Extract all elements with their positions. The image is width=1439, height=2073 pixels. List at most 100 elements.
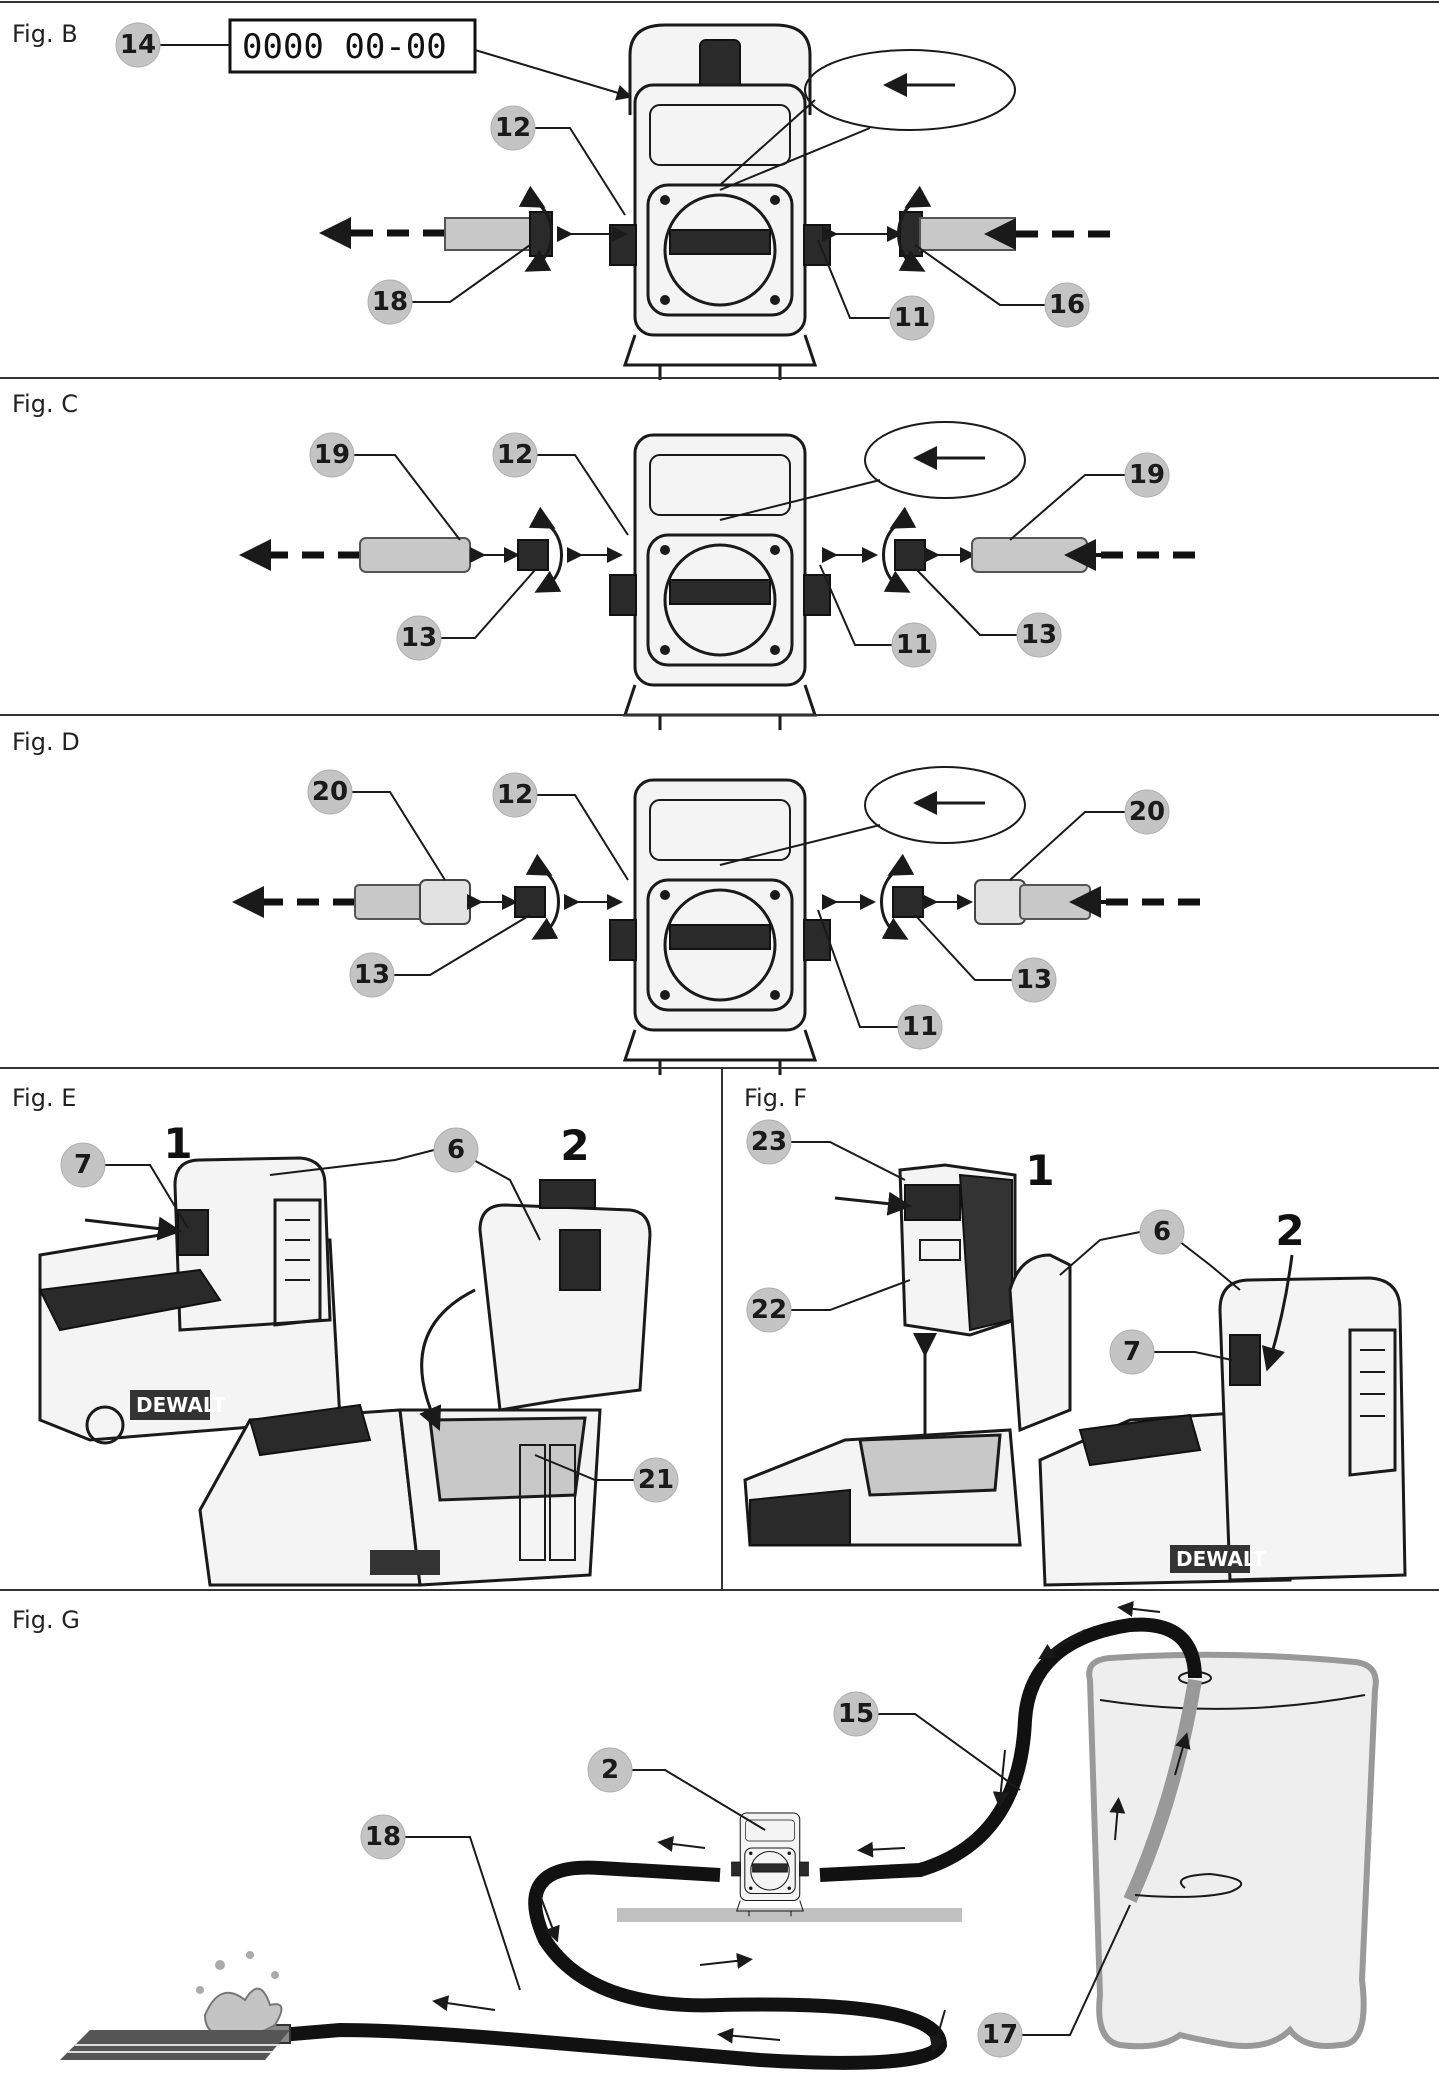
pump-front-view xyxy=(608,433,832,732)
battery-latch xyxy=(177,1209,209,1256)
callout-7 xyxy=(60,1142,106,1188)
inlet-hose xyxy=(971,537,1088,573)
discharge-hose-18 xyxy=(279,1860,948,2070)
flow-arrow xyxy=(1038,1629,1086,1660)
adapter-13-right xyxy=(892,886,924,918)
leader-6f-b xyxy=(1174,1237,1241,1291)
outlet-hose xyxy=(354,884,426,920)
callout-13-right xyxy=(1011,957,1057,1003)
callout-19-right xyxy=(1124,452,1170,498)
flow-up-arrow xyxy=(1109,1797,1126,1841)
hose-connector-20-right xyxy=(974,879,1026,925)
pump-open-view xyxy=(743,1253,1072,1547)
hose-connector-20-left xyxy=(419,879,471,925)
callout-13-right-num: 13 xyxy=(1016,965,1052,995)
brand-text: DEWALT xyxy=(136,1393,226,1417)
callout-12-num: 12 xyxy=(495,113,531,143)
callout-2-num: 2 xyxy=(601,1755,619,1785)
flow-arrow xyxy=(929,2009,946,2053)
leader-12d xyxy=(537,794,629,881)
adapter-13-right xyxy=(894,539,926,571)
callout-16 xyxy=(1044,282,1090,328)
callout-19-right-num: 19 xyxy=(1129,460,1165,490)
leader-13b xyxy=(914,567,1017,636)
callout-11 xyxy=(889,295,935,341)
pump-front-view xyxy=(730,1812,810,1917)
callout-6 xyxy=(1139,1209,1185,1255)
figure-f: Fig. F DEWALT 1 xyxy=(743,1084,1407,1587)
suction-hose-15 xyxy=(819,1617,1202,1882)
callout-20-right-num: 20 xyxy=(1129,797,1165,827)
water-splash-icon xyxy=(196,1951,283,2038)
callout-20-right xyxy=(1124,789,1170,835)
flow-arrow xyxy=(699,1952,753,1969)
leader-15 xyxy=(878,1713,1021,1791)
callout-13-right-num: 13 xyxy=(1021,620,1057,650)
open-lid xyxy=(478,1203,652,1412)
callout-23 xyxy=(746,1119,792,1165)
close-lid-arrow xyxy=(419,1288,476,1431)
callout-20-left-num: 20 xyxy=(312,777,348,807)
detail-line-2 xyxy=(719,99,816,186)
leader-17 xyxy=(1022,1904,1131,2036)
leader-20b xyxy=(1009,811,1125,881)
inlet-fitting xyxy=(899,211,923,257)
flow-arrow-detail xyxy=(864,766,1026,844)
figure-b: Fig. B 0000 00-00 14 xyxy=(0,1,1439,382)
leader-11d xyxy=(817,909,898,1028)
pump-front-view xyxy=(608,23,832,382)
callout-12 xyxy=(492,772,538,818)
tank-rim xyxy=(1099,1694,1366,1710)
callout-13-left-num: 13 xyxy=(401,623,437,653)
leader-6f-a xyxy=(1059,1231,1141,1276)
callout-14-num: 14 xyxy=(120,30,156,60)
leader-19a xyxy=(354,454,461,541)
serial-number: 0000 00-00 xyxy=(242,27,447,67)
press-arrow xyxy=(834,1191,912,1216)
pump-closed-view: DEWALT xyxy=(1038,1276,1407,1587)
adapter-13-left xyxy=(514,886,546,918)
leader-13b xyxy=(914,914,1012,981)
callout-15 xyxy=(833,1691,879,1737)
step-2-label: 2 xyxy=(1275,1206,1304,1255)
lock-arrow xyxy=(1261,1254,1294,1372)
callout-2 xyxy=(587,1747,633,1793)
callout-7-num: 7 xyxy=(1123,1337,1141,1367)
battery-compartment xyxy=(428,1416,587,1502)
figure-b-label: Fig. B xyxy=(12,20,78,48)
step-1-label: 1 xyxy=(1025,1146,1054,1195)
callout-11-num: 11 xyxy=(894,303,930,333)
detail-line xyxy=(719,824,881,866)
figure-g: Fig. G xyxy=(0,1589,1439,2070)
leader-19b xyxy=(1009,474,1125,541)
pump-closed-view: DEWALT xyxy=(38,1156,342,1445)
pump-open-view xyxy=(198,1179,652,1587)
open-lid xyxy=(1008,1253,1072,1433)
suction-hose-in-tank xyxy=(1123,1678,1202,1903)
figure-d: Fig. D 20 12 20 13 xyxy=(0,714,1439,1077)
callout-6-num: 6 xyxy=(1153,1217,1171,1247)
callout-6 xyxy=(433,1127,479,1173)
callout-11 xyxy=(897,1004,943,1050)
callout-12-num: 12 xyxy=(497,440,533,470)
callout-15-num: 15 xyxy=(838,1699,874,1729)
flow-arrow xyxy=(432,1995,496,2012)
figure-c-label: Fig. C xyxy=(12,390,78,418)
battery-pack xyxy=(898,1163,1017,1337)
leader-6e-a xyxy=(269,1149,435,1176)
flow-arrow xyxy=(992,1749,1009,1808)
figure-d-label: Fig. D xyxy=(12,728,80,756)
leader-13a xyxy=(394,914,531,976)
serial-leader xyxy=(474,49,633,101)
brand-badge xyxy=(130,1390,210,1420)
callout-20-left xyxy=(307,769,353,815)
step-2-label: 2 xyxy=(560,1121,589,1170)
callout-13-left xyxy=(396,615,442,661)
leader-12c xyxy=(537,454,629,536)
flow-up-arrow xyxy=(1174,1732,1191,1776)
callout-17 xyxy=(977,2012,1023,2058)
flow-arrow-detail xyxy=(804,49,1016,131)
leader-7f xyxy=(1154,1351,1233,1361)
detail-line xyxy=(719,479,881,521)
